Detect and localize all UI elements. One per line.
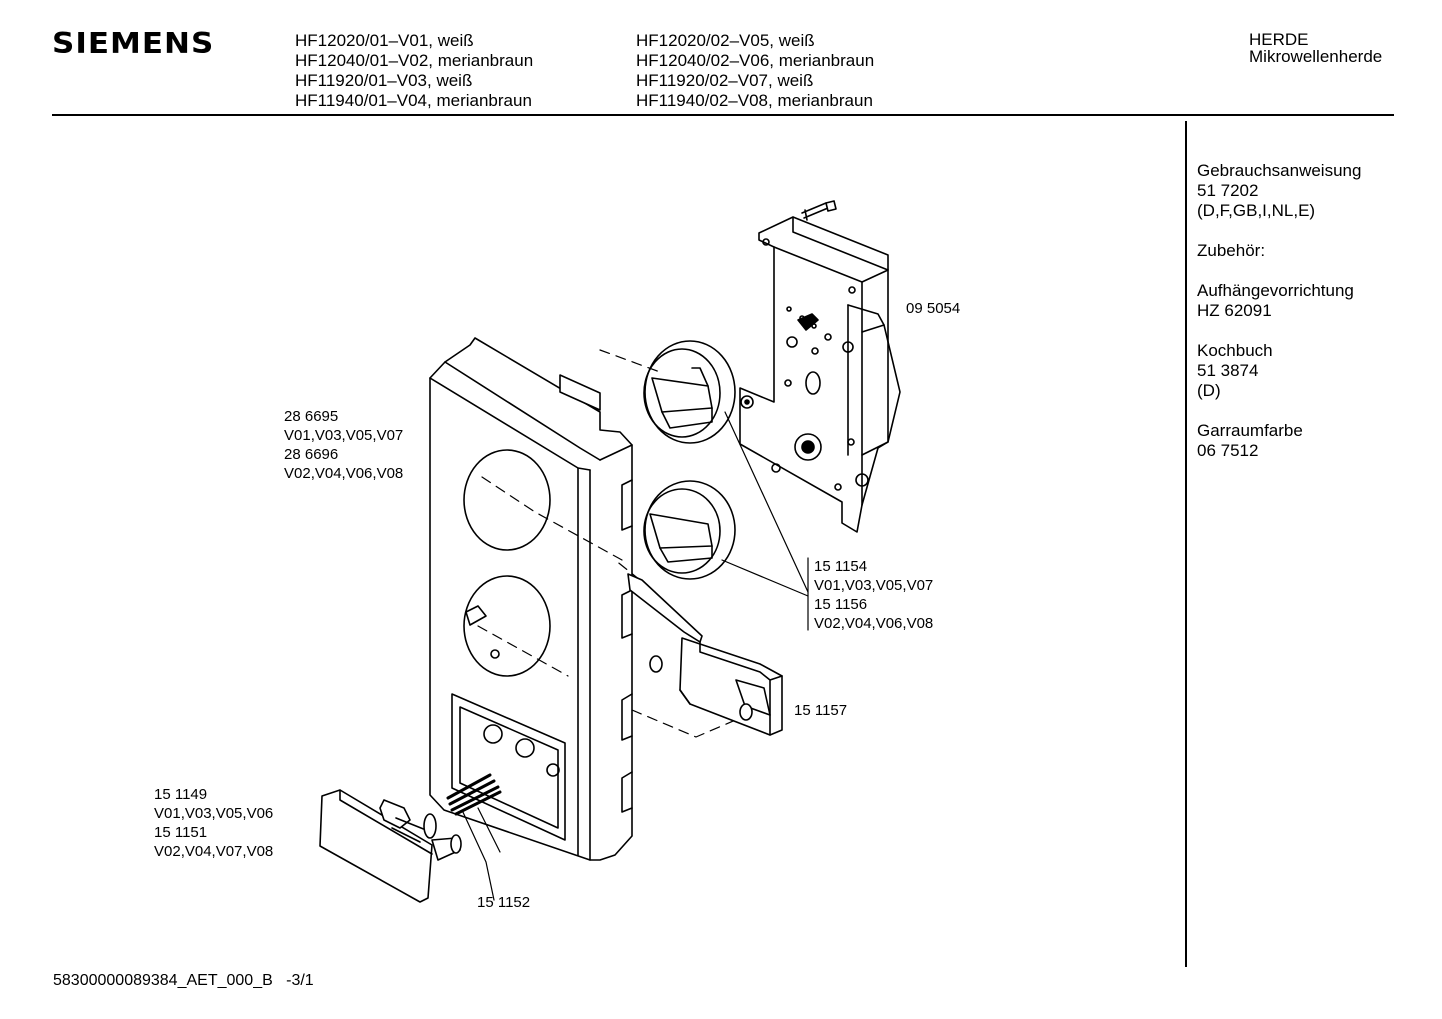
part-variants: V01,V03,V05,V06 xyxy=(154,805,274,822)
button-drawing xyxy=(319,789,462,903)
spring-drawing xyxy=(446,773,502,901)
knob-lower-drawing xyxy=(643,480,736,580)
part-label-front-panel: 28 6695 V01,V03,V05,V07 28 6696 V02,V04,… xyxy=(284,407,403,483)
page-number: -3/1 xyxy=(286,972,314,989)
part-variants: V02,V04,V06,V08 xyxy=(814,615,934,632)
manual-number: 51 7202 xyxy=(1197,181,1259,200)
sidebar-divider xyxy=(1185,121,1187,967)
model-entry: HF12020/01–V01, weiß xyxy=(295,31,474,50)
part-variants: V01,V03,V05,V07 xyxy=(284,427,404,444)
document-id: 58300000089384_AET_000_B xyxy=(53,972,273,989)
front-panel-drawing xyxy=(429,337,633,861)
paint-title: Garraumfarbe xyxy=(1197,421,1303,440)
cookbook-number: 51 3874 xyxy=(1197,361,1259,380)
part-label-lever: 15 1157 xyxy=(794,702,848,719)
manual-info: Gebrauchsanweisung 51 7202 (D,F,GB,I,NL,… xyxy=(1197,161,1361,221)
part-number: 15 1156 xyxy=(814,596,868,613)
knob-upper-drawing xyxy=(643,340,736,444)
model-list-left: HF12020/01–V01, weiß HF12040/01–V02, mer… xyxy=(295,31,533,111)
model-entry: HF12040/02–V06, merianbraun xyxy=(636,51,875,70)
part-label-knob: 15 1154 V01,V03,V05,V07 15 1156 V02,V04,… xyxy=(814,557,933,633)
model-list-right: HF12020/02–V05, weiß HF12040/02–V06, mer… xyxy=(636,31,874,111)
cookbook-info: Kochbuch 51 3874 (D) xyxy=(1197,341,1273,401)
manual-title: Gebrauchsanweisung xyxy=(1197,161,1362,180)
brand-logo: SIEMENS xyxy=(52,27,215,61)
part-variants: V02,V04,V07,V08 xyxy=(154,843,274,860)
part-variants: V02,V04,V06,V08 xyxy=(284,465,404,482)
timer-unit-drawing xyxy=(739,200,901,533)
paint-info: Garraumfarbe 06 7512 xyxy=(1197,421,1303,461)
part-label-spring: 15 1152 xyxy=(477,894,531,911)
part-number: 28 6695 xyxy=(284,408,339,425)
part-number: 15 1154 xyxy=(814,558,868,575)
model-entry: HF12020/02–V05, weiß xyxy=(636,31,815,50)
category-block: HERDE Mikrowellenherde xyxy=(1249,31,1382,65)
part-label-timer-unit: 09 5054 xyxy=(906,300,961,317)
part-variants: V01,V03,V05,V07 xyxy=(814,577,934,594)
model-entry: HF12040/01–V02, merianbraun xyxy=(295,51,534,70)
part-number: 15 1151 xyxy=(154,824,208,841)
manual-languages: (D,F,GB,I,NL,E) xyxy=(1197,201,1316,220)
part-number: 28 6696 xyxy=(284,446,339,463)
hanger-info: Aufhängevorrichtung HZ 62091 xyxy=(1197,281,1354,321)
model-entry: HF11920/02–V07, weiß xyxy=(636,71,814,90)
model-entry: HF11920/01–V03, weiß xyxy=(295,71,473,90)
category-title: HERDE xyxy=(1249,30,1309,49)
footer: 58300000089384_AET_000_B -3/1 xyxy=(53,972,314,990)
model-entry: HF11940/01–V04, merianbraun xyxy=(295,91,532,110)
hanger-title: Aufhängevorrichtung xyxy=(1197,281,1354,300)
part-number: 15 1149 xyxy=(154,786,208,803)
header-divider xyxy=(52,114,1394,116)
model-entry: HF11940/02–V08, merianbraun xyxy=(636,91,873,110)
lever-drawing xyxy=(627,573,783,736)
cookbook-language: (D) xyxy=(1197,381,1221,400)
exploded-parts-drawing xyxy=(319,200,901,903)
paint-number: 06 7512 xyxy=(1197,441,1259,460)
category-subtitle: Mikrowellenherde xyxy=(1249,47,1383,66)
cookbook-title: Kochbuch xyxy=(1197,341,1273,360)
part-label-button: 15 1149 V01,V03,V05,V06 15 1151 V02,V04,… xyxy=(154,785,273,861)
accessories-title: Zubehör: xyxy=(1197,241,1266,260)
hanger-number: HZ 62091 xyxy=(1197,301,1272,320)
